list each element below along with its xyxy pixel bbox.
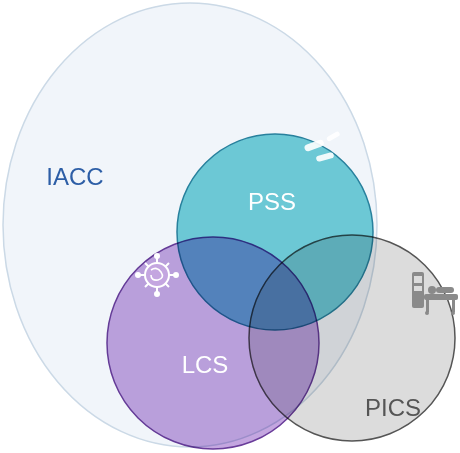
node-label: IACC <box>46 165 103 189</box>
bacteria-icon <box>304 131 341 162</box>
hospital-bed-icon <box>412 272 458 315</box>
node-label: LCS <box>182 353 229 377</box>
node-label: PSS <box>248 190 296 214</box>
node-label: PICS <box>365 396 421 420</box>
pics-circle-outline <box>248 234 456 442</box>
pics-circle: PICS <box>248 234 456 442</box>
virus-icon <box>136 254 178 296</box>
